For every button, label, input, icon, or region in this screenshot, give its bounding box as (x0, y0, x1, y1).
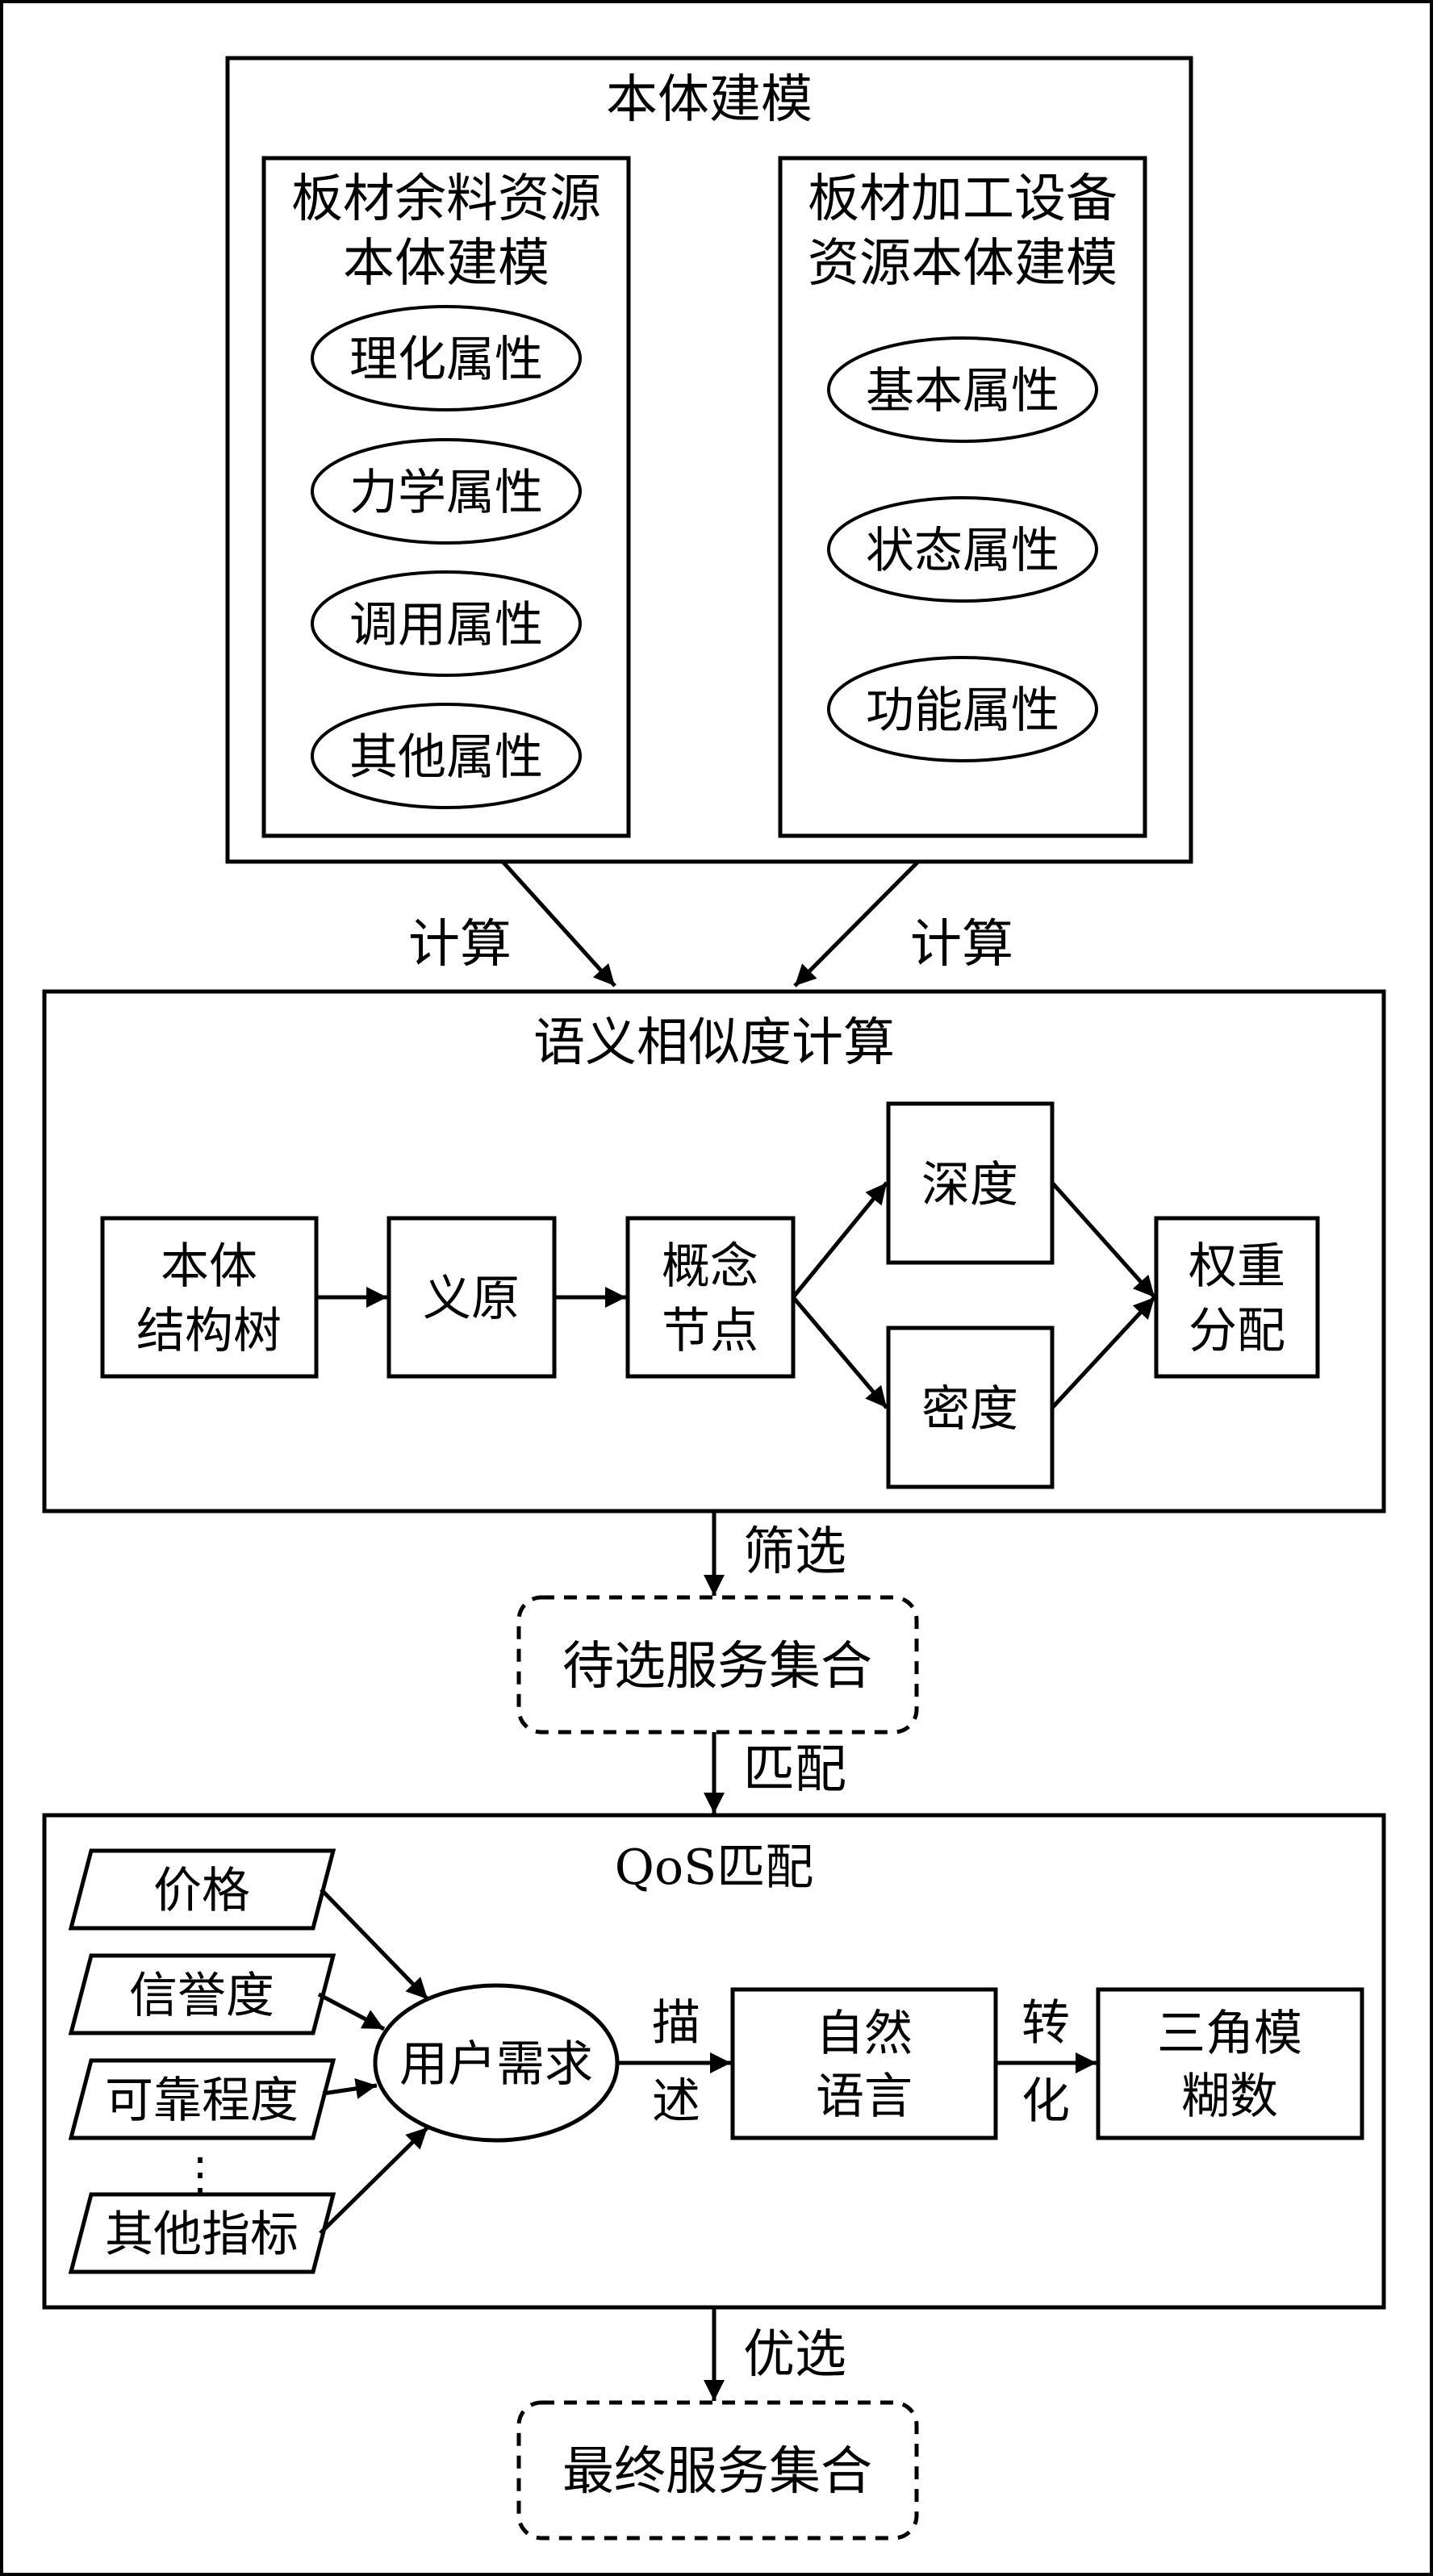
concept-node-box: 概念 节点 (625, 1216, 796, 1379)
arrow-concept-density (792, 1296, 888, 1409)
sememe-box: 义原 (386, 1216, 557, 1379)
remnant-resource-box: 板材余料资源 本体建模 理化属性 力学属性 调用属性 其他属性 (261, 156, 631, 838)
compute-label-left: 计算 (408, 915, 512, 975)
svg-text:权重: 权重 (1189, 1238, 1285, 1295)
indicator-price: 价格 (68, 1848, 336, 1931)
svg-text:自然: 自然 (816, 2006, 913, 2062)
similarity-title: 语义相似度计算 (533, 1013, 895, 1073)
triangular-fuzzy-number-box: 三角模 糊数 (1096, 1987, 1364, 2140)
svg-text:密度: 密度 (921, 1381, 1018, 1438)
svg-text:理化属性: 理化属性 (349, 332, 543, 388)
remnant-title-line2: 本体建模 (343, 234, 549, 294)
describe-label-2: 述 (652, 2073, 700, 2130)
svg-text:三角模: 三角模 (1157, 2006, 1302, 2062)
svg-text:最终服务集合: 最终服务集合 (562, 2442, 872, 2502)
arrow-price-demand (320, 1888, 429, 2001)
final-service-set: 最终服务集合 (516, 2400, 919, 2541)
svg-text:基本属性: 基本属性 (866, 363, 1059, 420)
ontology-title: 本体建模 (606, 70, 813, 130)
svg-text:本体: 本体 (161, 1238, 257, 1295)
arrow-concept-depth (792, 1181, 888, 1299)
convert-label-1: 转 (1021, 1995, 1070, 2052)
svg-text:概念: 概念 (662, 1238, 758, 1295)
svg-text:信誉度: 信誉度 (129, 1968, 274, 2024)
ontology-modeling-block: 本体建模 板材余料资源 本体建模 理化属性 力学属性 调用属性 其他属性 (225, 56, 1193, 864)
attr-ellipse: 调用属性 (311, 570, 582, 677)
indicator-reliability: 可靠程度 (68, 2058, 336, 2140)
optimize-label: 优选 (743, 2325, 846, 2385)
svg-text:待选服务集合: 待选服务集合 (562, 1637, 872, 1697)
attr-ellipse: 力学属性 (311, 438, 582, 545)
qos-matching-block: QoS匹配 价格 信誉度 可靠程度 ⋮ 其他指标 用户需求 (42, 1813, 1386, 2310)
svg-text:其他指标: 其他指标 (105, 2207, 299, 2263)
equipment-title-line1: 板材加工设备 (808, 169, 1118, 229)
density-box: 密度 (886, 1326, 1055, 1489)
arrow-right-compute (793, 860, 920, 987)
arrow-left-compute (501, 860, 616, 987)
candidate-service-set: 待选服务集合 (516, 1595, 919, 1735)
indicator-other: 其他指标 (68, 2192, 336, 2274)
attr-ellipse: 状态属性 (827, 496, 1098, 603)
compute-label-right: 计算 (910, 915, 1013, 975)
arrow-reputation-demand (317, 1992, 386, 2031)
svg-text:深度: 深度 (921, 1157, 1018, 1213)
indicator-reputation: 信誉度 (68, 1953, 336, 2035)
svg-text:力学属性: 力学属性 (349, 465, 543, 521)
semantic-similarity-block: 语义相似度计算 本体 结构树 义原 概念 节点 深度 密度 权重 分配 (42, 989, 1386, 1513)
svg-text:用户需求: 用户需求 (399, 2036, 593, 2093)
indicator-ellipsis: ⋮ (178, 2148, 223, 2201)
arrow-reliability-demand (322, 2077, 378, 2099)
svg-text:节点: 节点 (662, 1303, 758, 1359)
svg-text:可靠程度: 可靠程度 (105, 2073, 299, 2129)
screen-label: 筛选 (743, 1522, 846, 1582)
svg-text:义原: 义原 (423, 1271, 520, 1327)
arrow-density-weight (1051, 1296, 1156, 1409)
arrow-other-demand (319, 2126, 429, 2235)
svg-text:功能属性: 功能属性 (866, 683, 1059, 739)
natural-language-box: 自然 语言 (730, 1987, 998, 2140)
svg-text:价格: 价格 (153, 1863, 250, 1919)
equipment-title-line2: 资源本体建模 (808, 234, 1118, 294)
svg-text:调用属性: 调用属性 (349, 597, 543, 653)
describe-label-1: 描 (652, 1995, 700, 2052)
attr-ellipse: 其他属性 (311, 703, 582, 809)
svg-text:其他属性: 其他属性 (349, 729, 543, 786)
equipment-resource-box: 板材加工设备 资源本体建模 基本属性 状态属性 功能属性 (778, 156, 1147, 838)
match-label: 匹配 (743, 1740, 846, 1800)
svg-text:语言: 语言 (816, 2069, 913, 2125)
arrow-depth-weight (1051, 1181, 1156, 1299)
svg-text:结构树: 结构树 (136, 1303, 282, 1359)
attr-ellipse: 功能属性 (827, 656, 1098, 762)
svg-text:分配: 分配 (1189, 1303, 1285, 1359)
qos-title: QoS匹配 (615, 1839, 813, 1896)
weight-box: 权重 分配 (1154, 1216, 1320, 1379)
tree-box: 本体 结构树 (100, 1216, 319, 1379)
svg-text:状态属性: 状态属性 (866, 523, 1059, 579)
svg-text:糊数: 糊数 (1181, 2069, 1278, 2125)
convert-label-2: 化 (1021, 2073, 1070, 2130)
user-demand-ellipse: 用户需求 (373, 1983, 620, 2143)
attr-ellipse: 理化属性 (311, 305, 582, 411)
remnant-title-line1: 板材余料资源 (291, 169, 601, 229)
attr-ellipse: 基本属性 (827, 336, 1098, 443)
